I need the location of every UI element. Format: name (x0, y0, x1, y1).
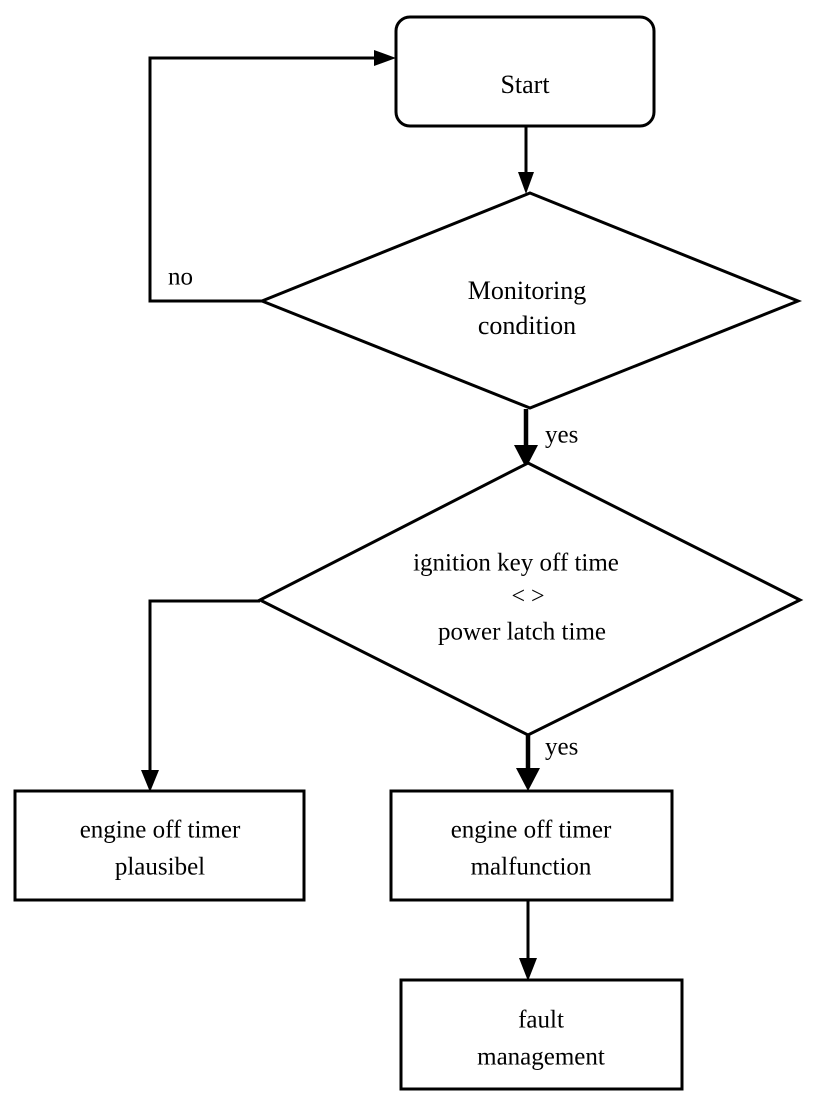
edge-monitoring-no-loop (148, 50, 396, 303)
edge-label-yes-monitoring: yes (545, 422, 578, 449)
node-ignition-key-off-time-compare[interactable]: ignition key off time < > power latch ti… (256, 461, 804, 737)
node-engine-off-timer-malfunction[interactable]: engine off timer malfunction (389, 789, 674, 902)
monitoring-condition-diamond[interactable] (257, 191, 803, 410)
ignition-compare-diamond[interactable] (256, 461, 804, 737)
arrowhead-icon (516, 768, 540, 791)
ignition-compare-label-line2: < > (511, 584, 544, 610)
arrowhead-icon (518, 172, 534, 194)
edge-label-no: no (168, 264, 193, 291)
ignition-compare-label-line3: power latch time (438, 619, 606, 646)
malfunction-label-line2: malfunction (471, 854, 592, 881)
edge-line (148, 599, 260, 780)
edge-malfunction-to-fault (519, 900, 537, 981)
edge-start-to-monitoring (518, 127, 534, 194)
fault-management-box[interactable] (399, 978, 684, 1091)
arrowhead-icon (519, 958, 537, 981)
fault-management-label-line2: management (477, 1044, 605, 1071)
node-engine-off-timer-plausibel[interactable]: engine off timer plausibel (13, 789, 306, 902)
start-label: Start (500, 70, 550, 99)
ignition-compare-label-line1: ignition key off time (413, 550, 619, 577)
monitoring-condition-label-line1: Monitoring (468, 276, 586, 305)
edge-monitoring-yes (514, 409, 538, 468)
plausibel-label-line1: engine off timer (80, 817, 241, 844)
fault-management-label-line1: fault (518, 1007, 564, 1034)
arrowhead-icon (514, 445, 538, 468)
node-fault-management[interactable]: fault management (399, 978, 684, 1091)
malfunction-box[interactable] (389, 789, 674, 902)
arrowhead-icon (374, 50, 396, 66)
start-box[interactable] (394, 15, 656, 128)
edge-compare-left (141, 599, 260, 792)
node-start[interactable]: Start (394, 15, 656, 128)
edge-line (148, 56, 382, 303)
monitoring-condition-label-line2: condition (478, 311, 576, 340)
edge-label-yes-compare: yes (545, 734, 578, 761)
plausibel-box[interactable] (13, 789, 306, 902)
edge-compare-yes (516, 735, 540, 791)
plausibel-label-line2: plausibel (115, 854, 205, 881)
malfunction-label-line1: engine off timer (451, 817, 612, 844)
arrowhead-icon (141, 770, 159, 792)
node-monitoring-condition[interactable]: Monitoring condition (257, 191, 803, 410)
